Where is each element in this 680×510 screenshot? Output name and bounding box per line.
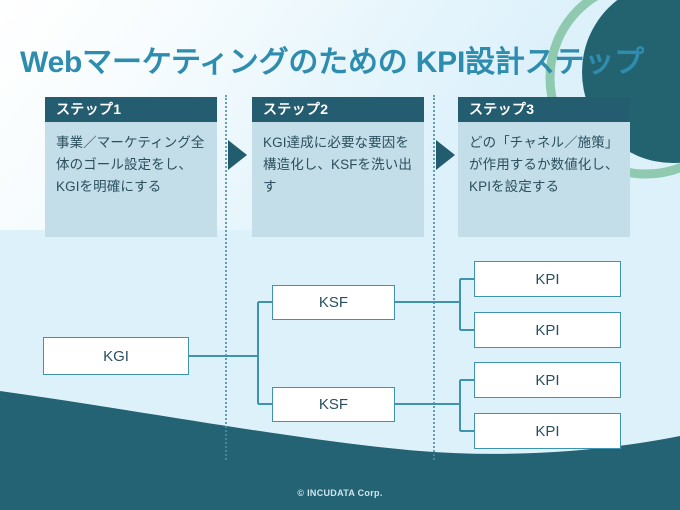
node-ksf-2-label: KSF [318,396,349,413]
node-kpi-2-label: KPI [535,321,560,339]
bottom-wave [0,391,680,510]
step-card-3: ステップ3 どの「チャネル／施策」が作用するか数値化し、KPIを設定する [458,97,630,237]
step-3-label: ステップ3 [458,97,630,122]
node-kpi-4[interactable]: KPI [474,413,621,449]
step-card-2: ステップ2 KGI達成に必要な要因を構造化し、KSFを洗い出す [252,97,424,237]
step-card-1: ステップ1 事業／マーケティング全体のゴール設定をし、KGIを明確にする [45,97,217,237]
node-kgi[interactable]: KGI [43,337,189,375]
page-title: Webマーケティングのための KPI設計ステップ [20,40,680,86]
step-3-body: どの「チャネル／施策」が作用するか数値化し、KPIを設定する [458,122,630,237]
divider-2 [433,95,435,460]
page-title-text: Webマーケティングのための KPI設計ステップ [20,46,644,79]
node-kgi-label: KGI [103,347,129,365]
node-kpi-3[interactable]: KPI [474,362,621,398]
step-2-body-text: KGI達成に必要な要因を構造化し、KSFを洗い出す [263,135,412,194]
step-3-body-text: どの「チャネル／施策」が作用するか数値化し、KPIを設定する [469,135,619,194]
step-2-label: ステップ2 [252,97,424,122]
ring-circle-decoration [545,0,680,179]
node-ksf-1[interactable]: KSF [272,285,395,320]
arrow-step1-to-step2-icon [228,140,247,170]
step-2-body: KGI達成に必要な要因を構造化し、KSFを洗い出す [252,122,424,237]
node-kpi-1-label: KPI [535,270,560,288]
arrow-step2-to-step3-icon [436,140,455,170]
node-ksf-1-label: KSF [318,294,349,311]
node-kpi-3-label: KPI [535,371,560,389]
node-kpi-1[interactable]: KPI [474,261,621,297]
node-ksf-2[interactable]: KSF [272,387,395,422]
step-1-body: 事業／マーケティング全体のゴール設定をし、KGIを明確にする [45,122,217,237]
divider-1 [225,95,227,460]
footer-copyright: © INCUDATA Corp. [297,488,383,498]
node-kpi-2[interactable]: KPI [474,312,621,348]
step-1-body-text: 事業／マーケティング全体のゴール設定をし、KGIを明確にする [56,135,205,194]
node-kpi-4-label: KPI [535,422,560,440]
step-1-label: ステップ1 [45,97,217,122]
